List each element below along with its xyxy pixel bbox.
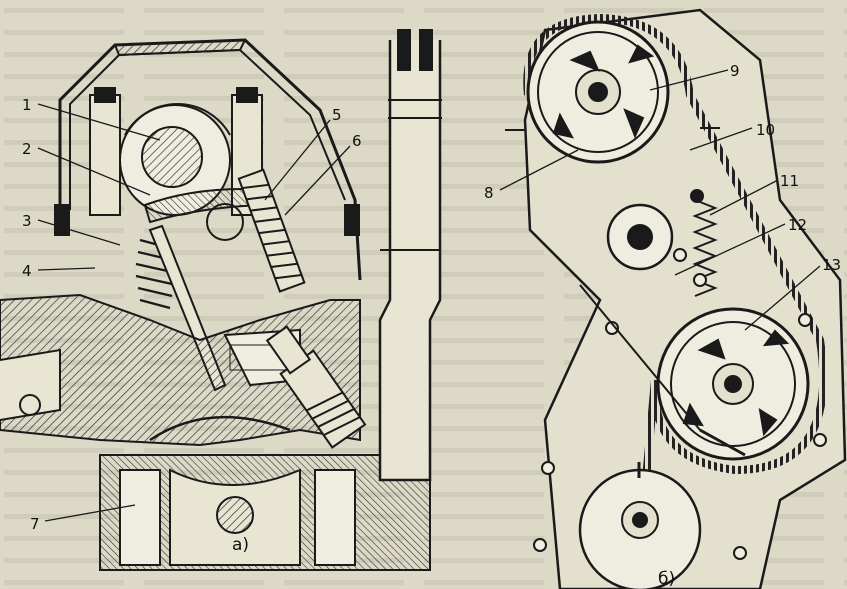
callout-2: 2 — [22, 140, 32, 158]
panel-a-caption: а) — [232, 535, 249, 555]
callout-7: 7 — [30, 515, 40, 533]
callout-1: 1 — [22, 96, 32, 114]
callout-8: 8 — [484, 184, 494, 202]
callout-3: 3 — [22, 212, 32, 230]
callout-5: 5 — [332, 106, 342, 124]
callout-11: 11 — [780, 172, 799, 190]
panel-b-callout-labels: 8 9 10 11 12 13 б) — [484, 62, 841, 589]
panel-a-leaders — [37, 103, 351, 522]
panel-a-callout-labels: 1 2 3 4 5 6 7 а) — [22, 96, 362, 555]
callout-4: 4 — [22, 262, 32, 280]
panel-b-caption: б) — [658, 569, 675, 589]
callout-13: 13 — [822, 256, 841, 274]
callout-9: 9 — [730, 62, 740, 80]
panel-b-leaders — [499, 69, 821, 331]
panel-a-cylinder-head — [0, 29, 442, 571]
panel-b-timing-belt — [505, 8, 847, 589]
callout-6: 6 — [352, 132, 362, 150]
callout-10: 10 — [756, 121, 775, 139]
callout-12: 12 — [788, 216, 807, 234]
